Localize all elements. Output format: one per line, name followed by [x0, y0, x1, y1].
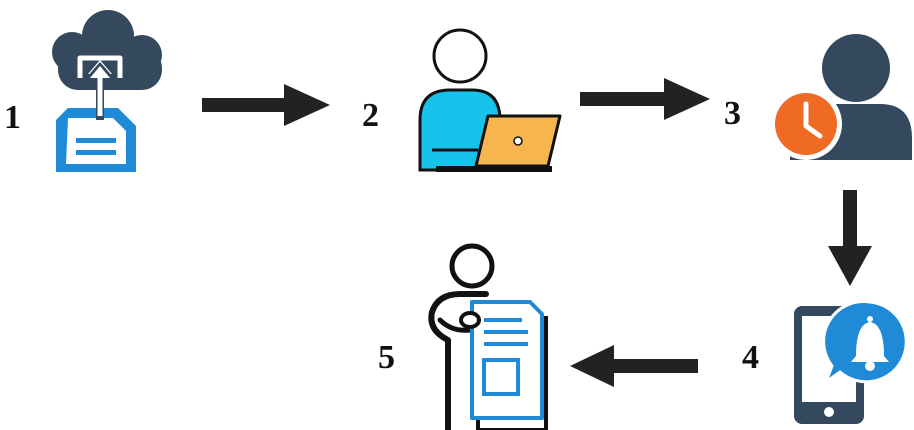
person-with-laptop-icon	[418, 28, 562, 172]
arrow-1-to-2	[202, 84, 330, 126]
person-with-clock-icon	[770, 34, 912, 160]
cloud-upload-document-icon	[52, 10, 162, 172]
step-5: 5	[378, 243, 548, 430]
step-4: 4	[742, 300, 908, 424]
arrow-3-to-4	[828, 190, 872, 286]
step-number-2: 2	[362, 97, 379, 134]
phone-notification-bell-icon	[794, 300, 908, 424]
step-3: 3	[724, 34, 912, 160]
step-number-4: 4	[742, 339, 759, 376]
step-number-1: 1	[4, 99, 21, 136]
step-number-5: 5	[378, 339, 395, 376]
arrow-2-to-3	[580, 78, 710, 120]
step-2: 2	[362, 28, 562, 172]
step-1: 1	[4, 10, 162, 172]
arrow-4-to-5	[570, 345, 698, 387]
step-number-3: 3	[724, 95, 741, 132]
person-holding-document-icon	[428, 243, 548, 430]
